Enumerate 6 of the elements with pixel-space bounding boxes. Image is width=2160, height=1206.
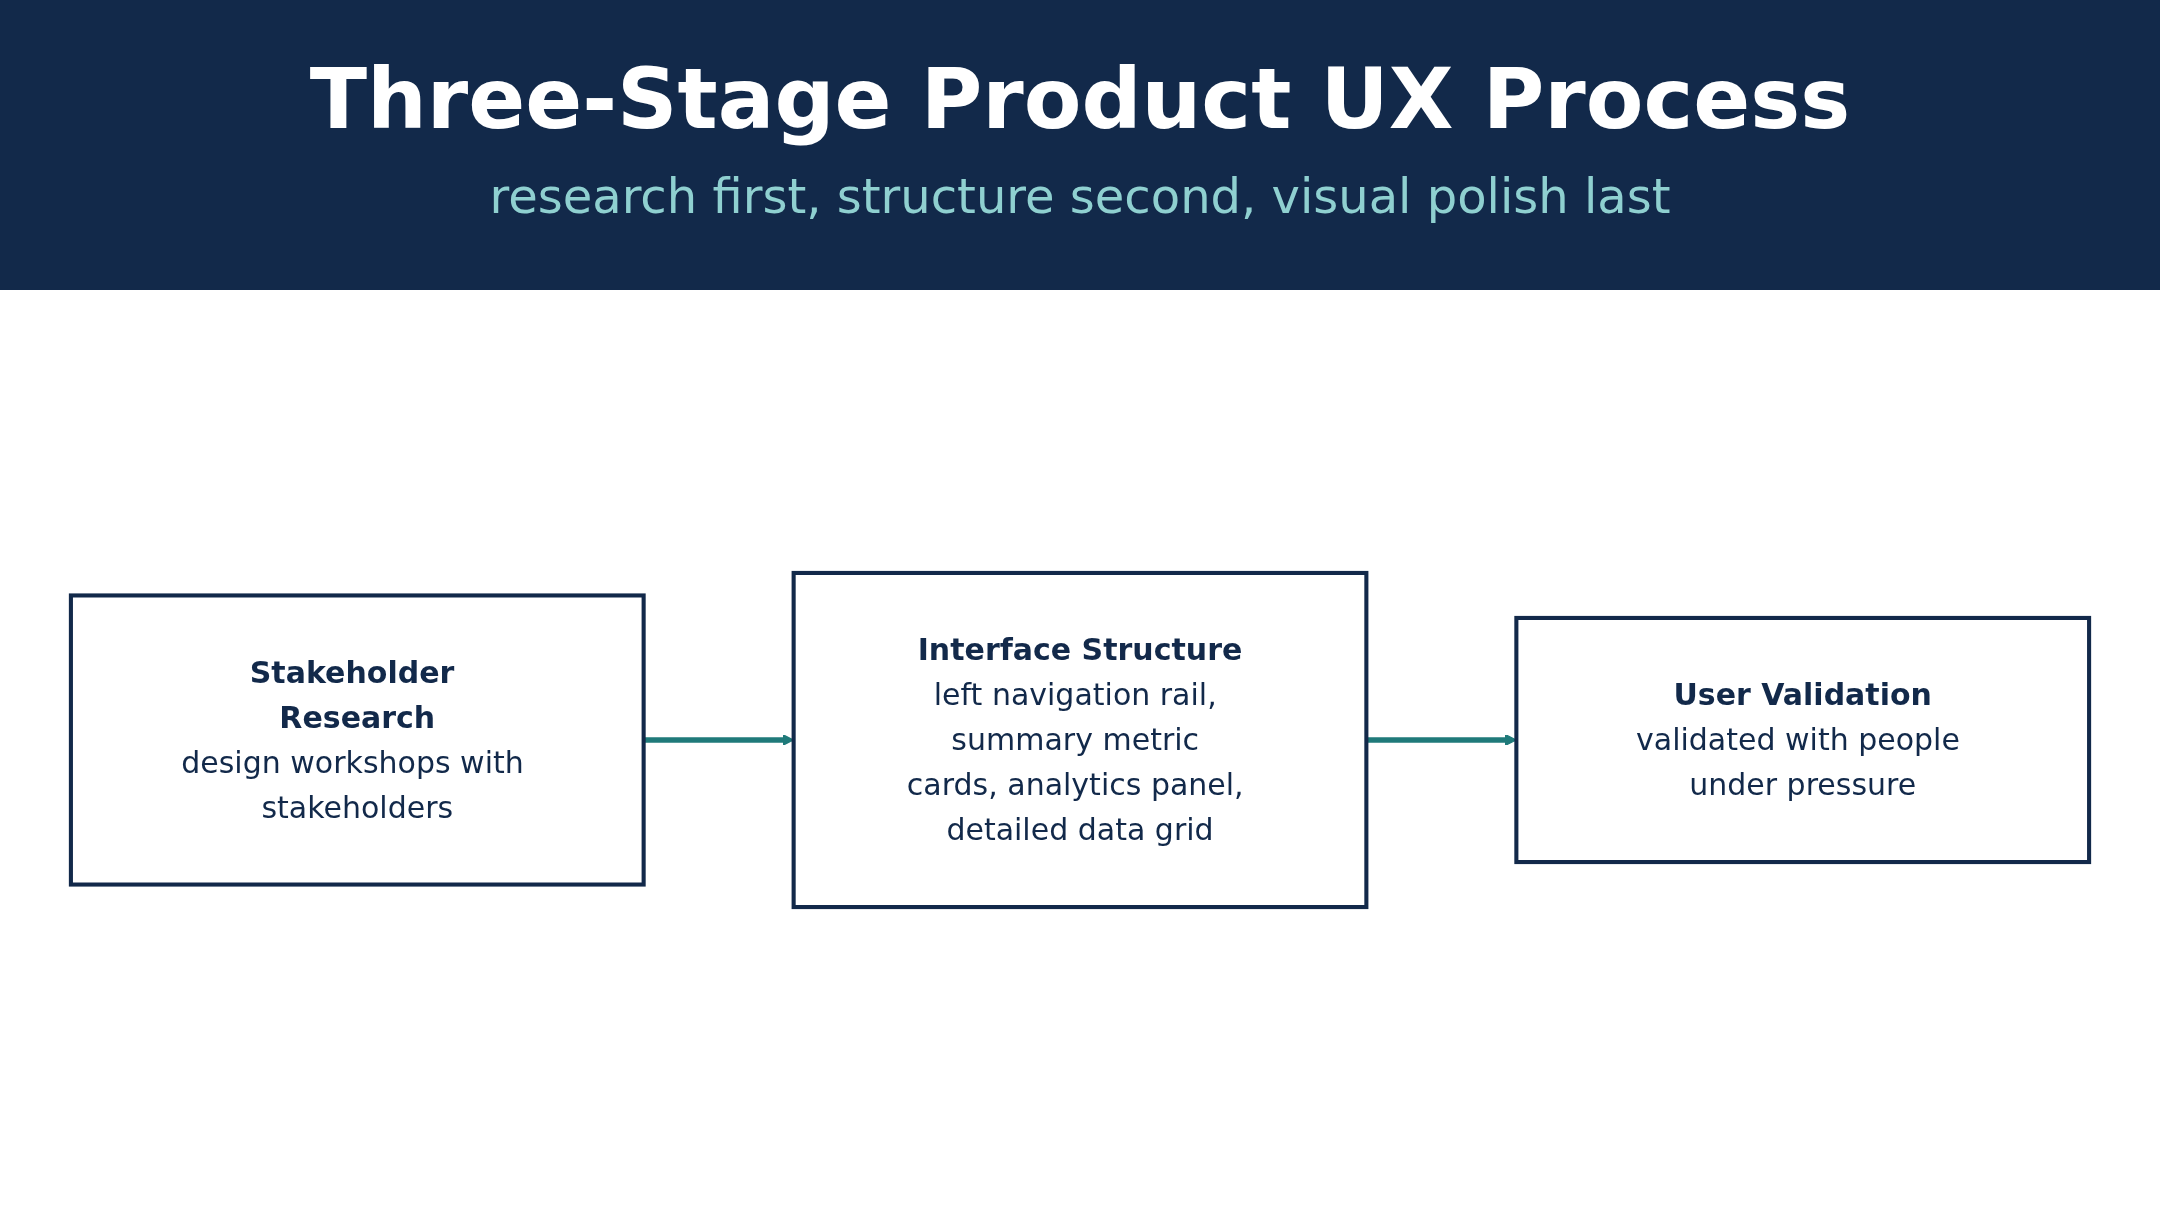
node-box: User Validation validated with people under pressure bbox=[1514, 615, 2092, 865]
title: Three-Stage Product UX Process bbox=[308, 50, 1852, 148]
node-box: Interface Structure left navigation rail, summary metric cards, analytics panel, detailed data grid bbox=[791, 570, 1369, 910]
node-box: Stakeholder Research design workshops with stakeholders bbox=[68, 593, 646, 887]
subtitle: research first, structure second, visual polish last bbox=[488, 168, 1672, 224]
arrow bbox=[1366, 734, 1517, 746]
